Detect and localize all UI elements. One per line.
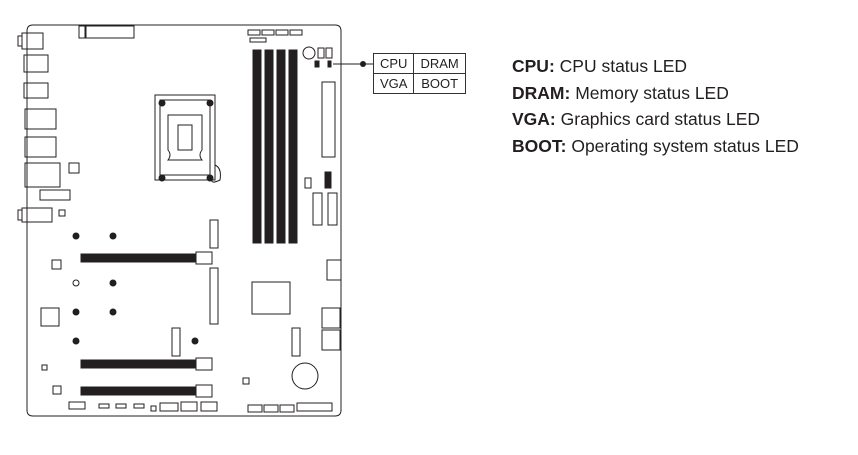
legend-item-boot: BOOT: Operating system status LED xyxy=(512,133,799,160)
small-chip xyxy=(41,364,48,371)
callout-dot xyxy=(360,61,374,67)
small-chip xyxy=(51,259,62,270)
led-label-dram: DRAM xyxy=(413,53,466,74)
board-outline xyxy=(26,24,342,417)
bottom-headers xyxy=(68,401,333,413)
legend-key: DRAM: xyxy=(512,82,571,103)
usb-header xyxy=(312,192,323,226)
legend-desc: Graphics card status LED xyxy=(560,109,761,129)
chipset xyxy=(251,281,291,315)
small-chip xyxy=(68,162,80,174)
small-chip xyxy=(242,377,250,385)
legend-item-dram: DRAM: Memory status LED xyxy=(512,80,799,107)
led-label-table: CPU DRAM VGA BOOT xyxy=(372,53,466,94)
legend-key: VGA: xyxy=(512,109,556,129)
usb-header xyxy=(327,192,338,226)
legend-key: CPU: xyxy=(512,56,555,76)
legend-item-cpu: CPU: CPU status LED xyxy=(512,53,799,80)
sata-connector xyxy=(321,329,341,351)
legend-desc: CPU status LED xyxy=(559,56,688,76)
screw-mount xyxy=(72,279,80,287)
led-legend: CPU: CPU status LED DRAM: Memory status … xyxy=(512,53,799,159)
dimm-slots xyxy=(252,49,298,244)
led-label-vga: VGA xyxy=(372,73,415,94)
fan-headers-top xyxy=(247,29,303,43)
led-label-boot: BOOT xyxy=(413,73,466,94)
sata-connector xyxy=(321,307,341,329)
legend-desc: Memory status LED xyxy=(575,82,729,103)
legend-key: BOOT: xyxy=(512,135,567,156)
connector xyxy=(304,177,312,189)
rear-io-ports xyxy=(17,32,71,223)
connector xyxy=(324,171,332,189)
cmos-battery xyxy=(291,362,319,390)
motherboard-diagram xyxy=(17,24,360,417)
small-chip xyxy=(58,209,66,217)
small-chip xyxy=(326,259,342,281)
pcie-slots xyxy=(80,251,213,398)
small-chip xyxy=(40,307,60,327)
m2-screw-mounts xyxy=(72,232,199,345)
status-led-area xyxy=(302,46,333,68)
legend-desc: Operating system status LED xyxy=(571,135,799,156)
atx-24pin-connector xyxy=(321,81,336,158)
m2-slots xyxy=(171,219,301,357)
cpu-socket xyxy=(154,94,221,183)
small-chip xyxy=(52,385,62,395)
led-label-cpu: CPU xyxy=(372,53,415,74)
atx-12v-connector xyxy=(78,25,135,39)
legend-item-vga: VGA: Graphics card status LED xyxy=(512,106,799,133)
